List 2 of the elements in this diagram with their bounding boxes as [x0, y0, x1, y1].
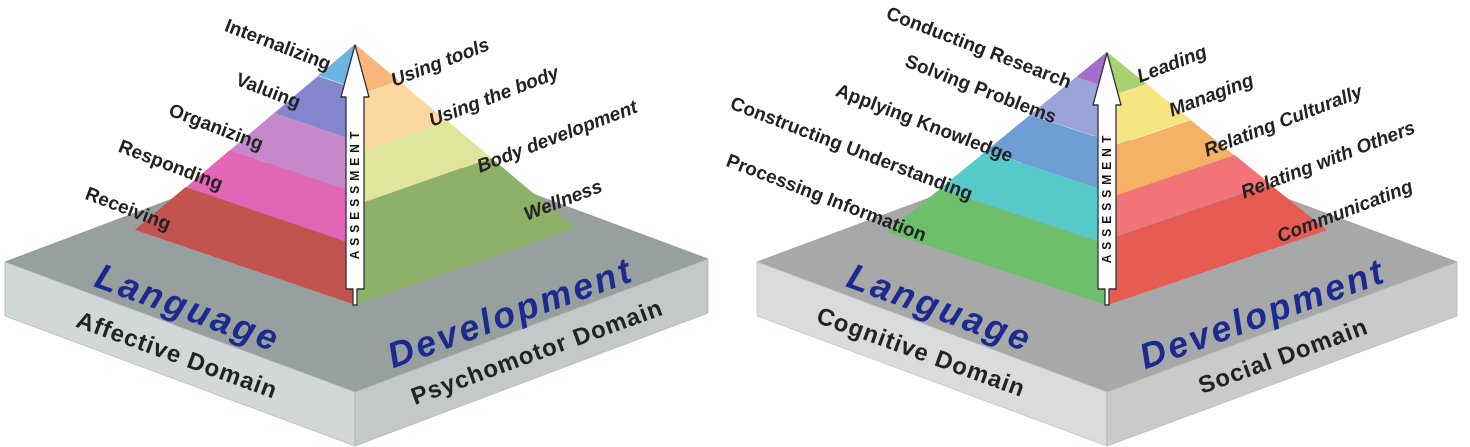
- arrow-label: ASSESSMENT: [348, 126, 361, 260]
- arrow-label: ASSESSMENT: [1100, 130, 1113, 264]
